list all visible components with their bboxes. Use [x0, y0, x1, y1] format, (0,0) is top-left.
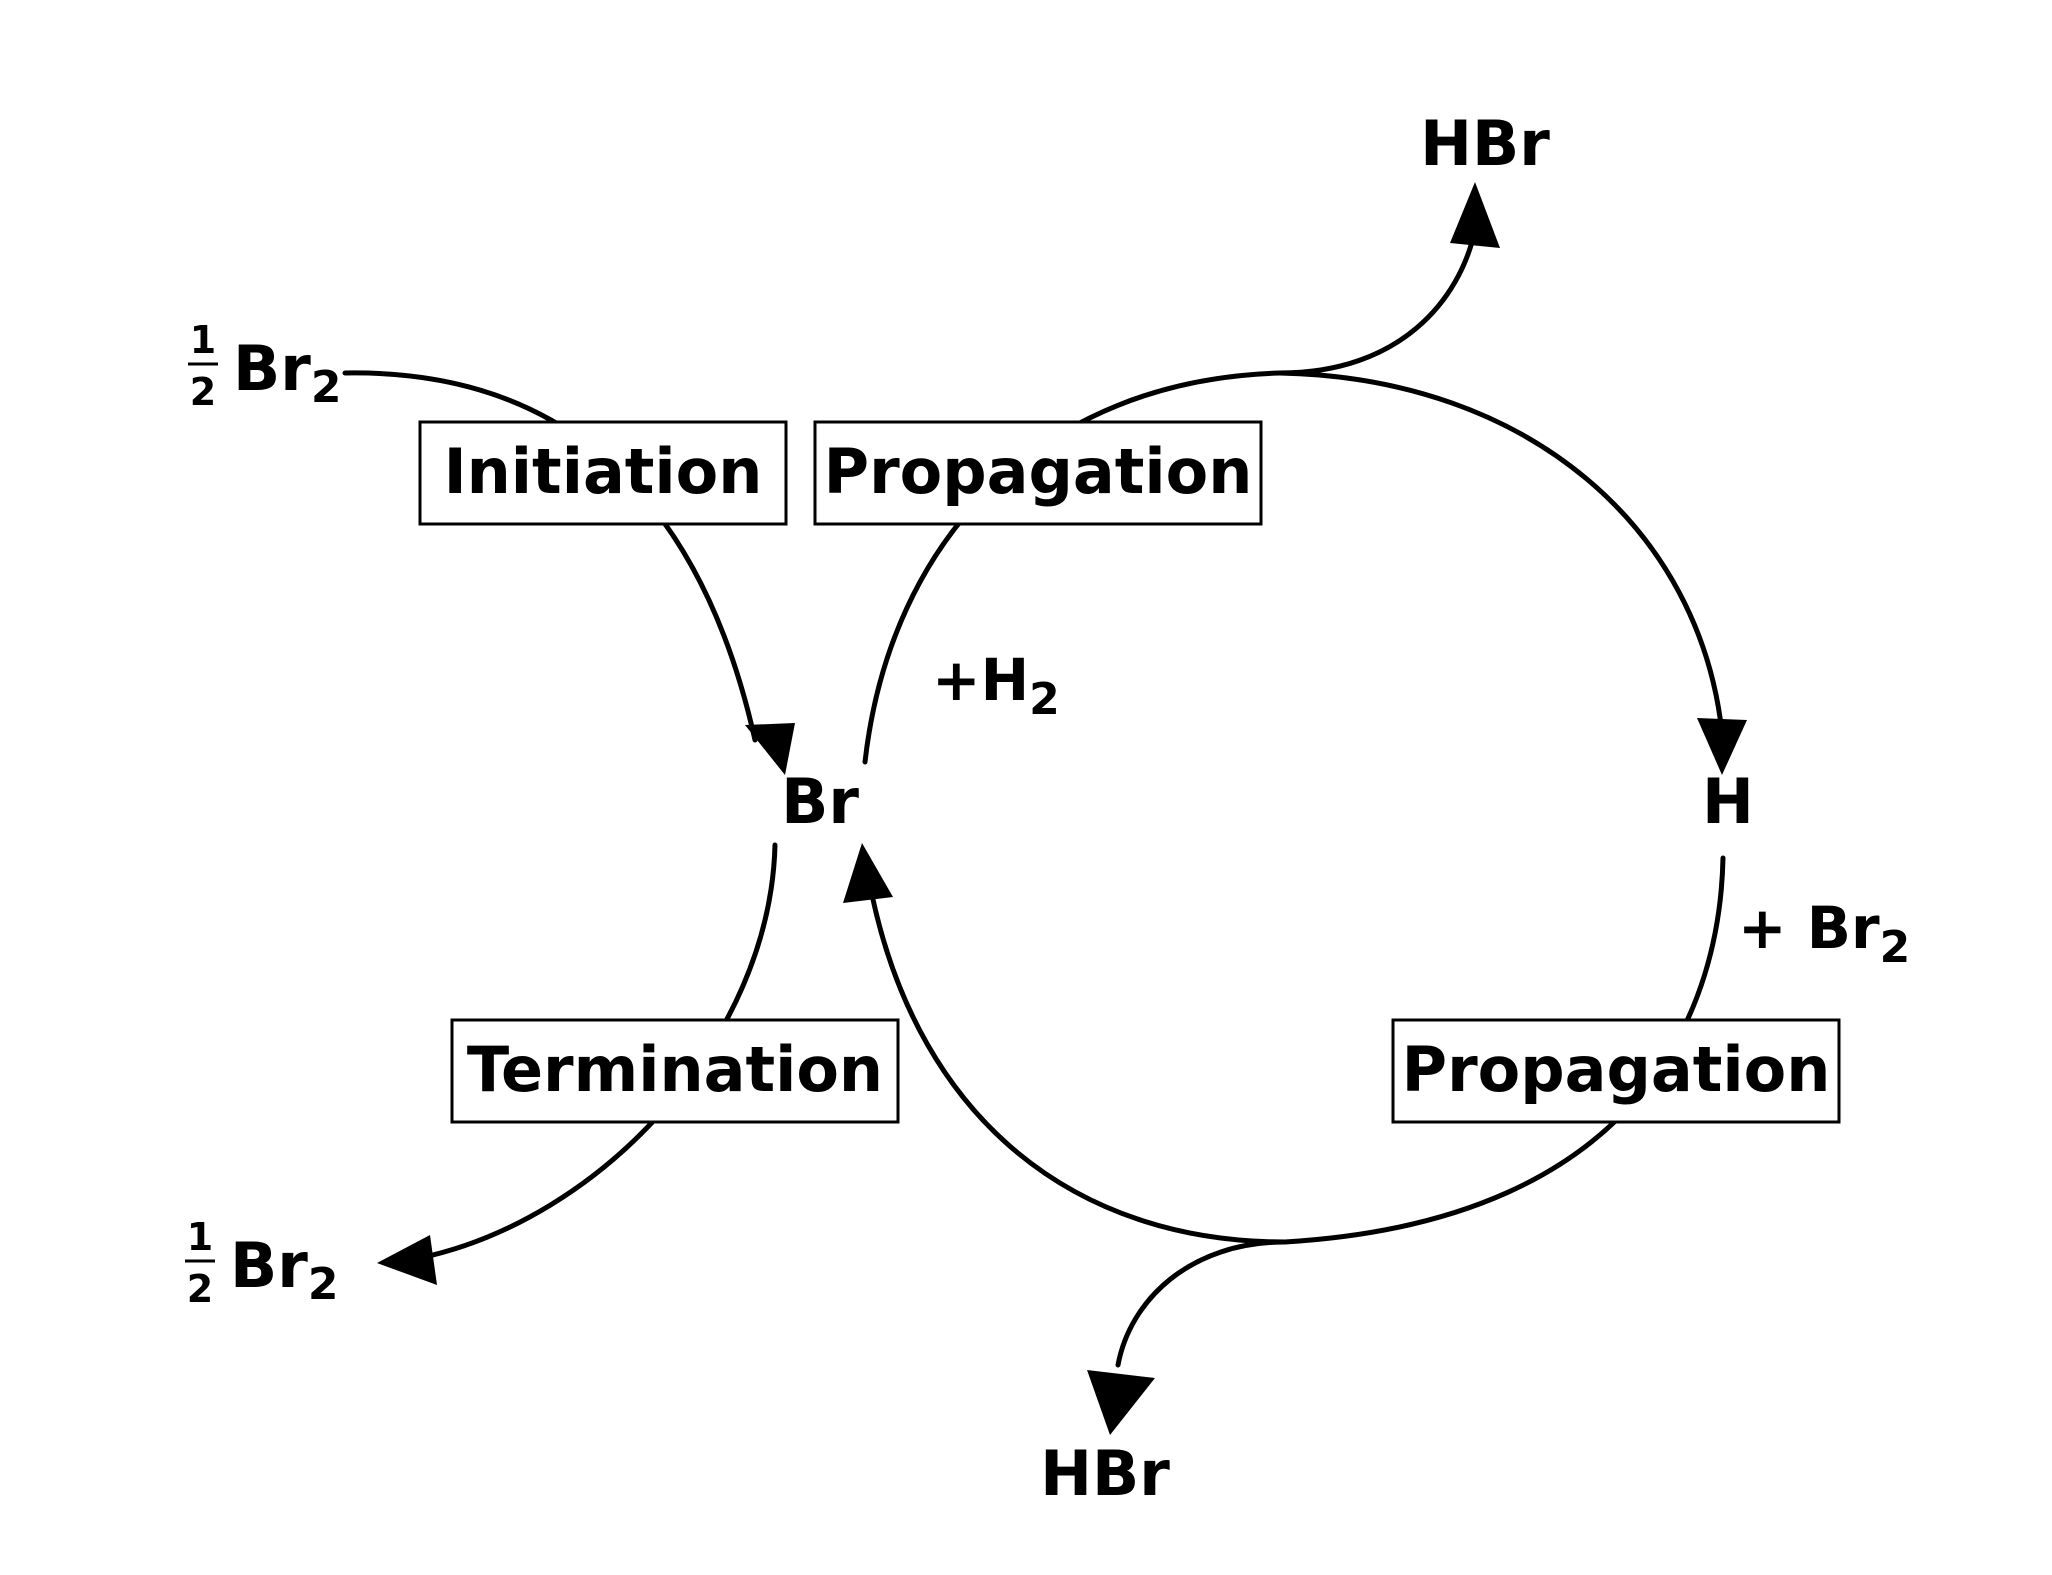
- h2-subscript: 2: [1029, 674, 1060, 725]
- propagation-bottom-box: [1391, 1018, 1841, 1124]
- termination-box: [450, 1018, 900, 1124]
- hbr-top-arrow-line: [1277, 227, 1478, 376]
- propagation-top-label: Propagation: [824, 435, 1253, 508]
- h-radical-label: H: [1702, 765, 1754, 838]
- initiation-label: Initiation: [444, 435, 763, 508]
- hbr-bottom-arrow-line: [1115, 1239, 1288, 1368]
- half-br2-top-formula: Br2: [233, 332, 341, 413]
- half-br2-bottom-numerator: 1: [187, 1215, 213, 1259]
- half-br2-bottom-symbol: Br: [230, 1229, 308, 1302]
- hbr-bottom-label: HBr: [1040, 1437, 1170, 1510]
- half-br2-top-symbol: Br: [233, 332, 311, 405]
- half-br2-bottom-subscript: 2: [308, 1259, 339, 1310]
- propagation-top-box: [813, 420, 1263, 526]
- h-arrowhead: [1697, 718, 1747, 775]
- h2-plus-text: +H: [932, 646, 1029, 714]
- termination-label: Termination: [467, 1033, 883, 1106]
- br2-reactant-label: + Br2: [1738, 894, 1910, 973]
- h2-reactant-label: +H2: [932, 646, 1060, 725]
- termination-arrowhead: [377, 1235, 437, 1285]
- hbr-top-label: HBr: [1420, 107, 1550, 180]
- propagation-bottom-label: Propagation: [1402, 1033, 1831, 1106]
- half-br2-top-denominator: 2: [190, 370, 216, 414]
- hbr-top-arrowhead: [1450, 182, 1500, 248]
- half-br2-bottom: 1 2 Br2: [185, 1215, 338, 1311]
- br2-plus-text: + Br: [1738, 894, 1880, 962]
- half-br2-top: 1 2 Br2: [188, 318, 341, 414]
- propagation-arc-top-right: [1277, 370, 1725, 736]
- initiation-arrowhead: [745, 723, 795, 775]
- half-br2-top-numerator: 1: [190, 318, 216, 362]
- br2-subscript: 2: [1880, 922, 1911, 973]
- half-br2-top-subscript: 2: [311, 362, 342, 413]
- br-return-arrowhead: [843, 843, 893, 903]
- half-br2-bottom-denominator: 2: [187, 1267, 213, 1311]
- hbr-bottom-arrowhead: [1087, 1370, 1155, 1435]
- propagation-return-arc: [869, 892, 1288, 1245]
- half-br2-bottom-formula: Br2: [230, 1229, 338, 1310]
- br-radical-label: Br: [781, 765, 859, 838]
- initiation-box: [418, 420, 788, 526]
